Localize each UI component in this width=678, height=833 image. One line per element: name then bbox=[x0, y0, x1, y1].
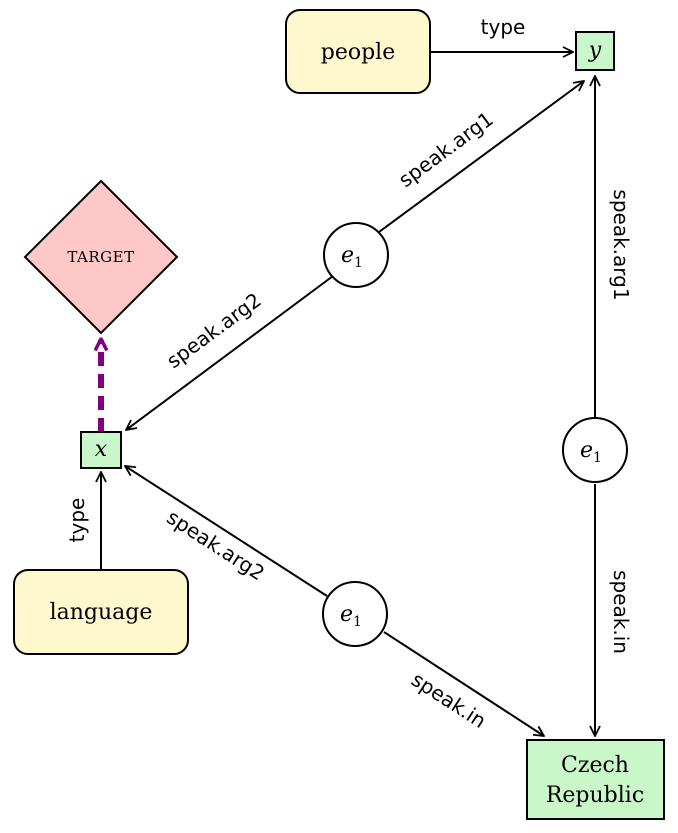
node-e1-bottom: e1 bbox=[322, 581, 388, 647]
node-people-label: people bbox=[321, 40, 396, 65]
edge-label-eright-to-y: speak.arg1 bbox=[609, 189, 633, 300]
node-e1-right: e1 bbox=[562, 417, 628, 483]
edge-label-ebottom-to-czech: speak.in bbox=[407, 667, 490, 733]
node-target-label: TARGET bbox=[67, 248, 134, 266]
edge-etop-to-x bbox=[126, 275, 334, 430]
node-y-label: y bbox=[588, 38, 602, 63]
node-e1-right-subscript: 1 bbox=[593, 450, 602, 466]
edge-label-language-to-x: type bbox=[65, 498, 89, 543]
node-e1-bottom-label: e bbox=[340, 602, 353, 627]
edge-ebottom-to-czech bbox=[383, 631, 544, 736]
node-e1-top-subscript: 1 bbox=[354, 255, 363, 271]
node-language: language bbox=[13, 569, 189, 655]
svg-text:e1: e1 bbox=[341, 243, 363, 271]
node-x: x bbox=[80, 431, 122, 469]
edge-etop-to-y bbox=[378, 81, 584, 233]
node-e1-right-label: e bbox=[580, 438, 593, 463]
node-e1-bottom-subscript: 1 bbox=[353, 614, 362, 630]
node-czech-label-line1: Czech bbox=[561, 753, 629, 778]
node-y: y bbox=[575, 31, 615, 71]
node-people: people bbox=[285, 9, 431, 94]
node-x-label: x bbox=[95, 437, 108, 462]
node-language-label: language bbox=[50, 600, 153, 625]
node-e1-top: e1 bbox=[323, 222, 389, 288]
edge-label-people-to-y: type bbox=[481, 15, 526, 39]
node-czech-republic: Czech Republic bbox=[526, 739, 665, 820]
edge-label-eright-to-czech: speak.in bbox=[609, 570, 633, 654]
node-czech-label-line2: Republic bbox=[546, 783, 644, 808]
svg-text:e1: e1 bbox=[340, 602, 362, 630]
edge-ebottom-to-x bbox=[125, 466, 328, 597]
node-target: TARGET bbox=[23, 179, 179, 335]
edge-label-etop-to-y: speak.arg1 bbox=[394, 107, 498, 192]
svg-text:e1: e1 bbox=[580, 438, 602, 466]
edge-label-etop-to-x: speak.arg2 bbox=[162, 288, 266, 373]
node-e1-top-label: e bbox=[341, 243, 354, 268]
